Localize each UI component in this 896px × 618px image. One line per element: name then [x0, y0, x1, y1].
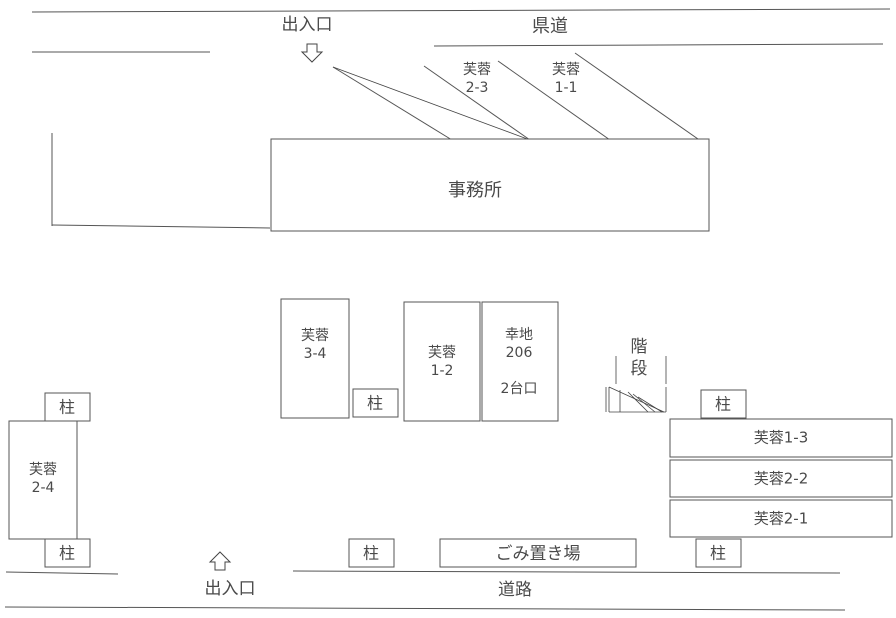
office-building	[270, 138, 710, 232]
top-parking-line-3	[423, 65, 531, 141]
parking-fuyo-3-4-line2: 3-4	[304, 346, 327, 362]
garbage-area-label: ごみ置き場	[496, 544, 581, 564]
bottom-left-road-line	[5, 571, 119, 575]
road-bottom-line	[4, 606, 846, 611]
top-parking-line-2	[332, 66, 531, 141]
pillar-left-upper-label: 柱	[59, 398, 75, 417]
parking-fuyo-2-2-label: 芙蓉2-2	[754, 470, 809, 488]
parking-fuyo-1-3	[669, 418, 893, 458]
parking-kochi-206	[481, 301, 559, 422]
pillar-center-label: 柱	[367, 394, 383, 413]
top-parking-line-5	[574, 52, 709, 147]
pillar-right-upper-label: 柱	[715, 395, 731, 414]
parking-fuyo-1-3-label: 芙蓉1-3	[754, 429, 809, 447]
pillar-left-upper	[44, 392, 91, 422]
parking-fuyo-1-2	[403, 301, 481, 422]
left-wall-bottom	[51, 224, 271, 229]
parking-fuyo-2-4-line2: 2-4	[32, 480, 55, 496]
parking-fuyo-2-4	[8, 420, 78, 540]
parking-fuyo-3-4-line1: 芙蓉	[301, 327, 329, 344]
pillar-bottom-right	[695, 538, 742, 568]
road-label: 道路	[498, 580, 532, 600]
pillar-center	[352, 388, 399, 418]
stairs-icon	[605, 356, 667, 413]
top-parking-1-1-line1: 芙蓉	[552, 61, 580, 78]
parking-fuyo-3-4	[280, 298, 350, 419]
pillar-bottom-right-label: 柱	[710, 544, 726, 563]
parking-kochi-206-line3: 2台口	[501, 381, 538, 397]
up-arrow-icon	[208, 551, 232, 571]
pillar-left-lower	[44, 538, 91, 568]
prefectural-road-label: 県道	[532, 16, 568, 37]
pillar-left-lower-label: 柱	[59, 544, 75, 563]
parking-fuyo-2-2	[669, 459, 893, 498]
garbage-area	[439, 538, 637, 568]
down-arrow-icon	[300, 43, 324, 63]
road-upper-line	[292, 570, 841, 574]
pillar-bottom-center	[348, 538, 395, 568]
parking-fuyo-2-1	[669, 499, 893, 538]
top-entrance-label: 出入口	[282, 15, 333, 35]
parking-kochi-206-line1: 幸地	[505, 327, 533, 343]
pillar-right-upper	[700, 389, 747, 419]
stairs-label-line1: 階	[631, 337, 648, 357]
parking-fuyo-1-2-line1: 芙蓉	[428, 344, 456, 361]
top-parking-2-3-line1: 芙蓉	[463, 61, 491, 78]
top-border-line	[31, 8, 891, 13]
parking-fuyo-2-4-line1: 芙蓉	[29, 461, 57, 478]
parking-fuyo-1-2-line2: 1-2	[431, 363, 454, 379]
top-parking-1-1-line2: 1-1	[555, 80, 578, 96]
top-parking-2-3-line2: 2-3	[466, 80, 489, 96]
top-parking-line-4	[497, 60, 611, 141]
pillar-bottom-center-label: 柱	[363, 544, 379, 563]
parking-kochi-206-line2: 206	[506, 345, 533, 361]
stairs-label-line2: 段	[631, 359, 648, 379]
prefectural-road-line	[433, 43, 884, 47]
office-label: 事務所	[448, 180, 502, 201]
bottom-entrance-label: 出入口	[205, 579, 256, 599]
parking-fuyo-2-1-label: 芙蓉2-1	[754, 510, 809, 528]
top-parking-line-1	[332, 66, 453, 141]
